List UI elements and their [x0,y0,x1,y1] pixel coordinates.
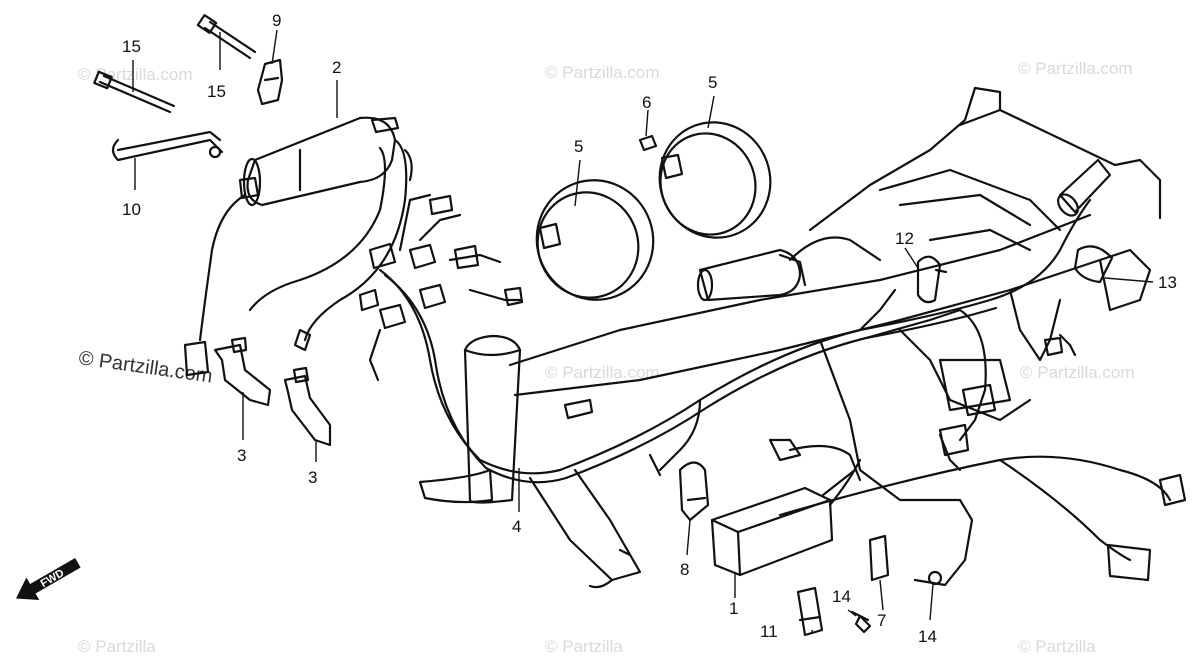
callout-4: 4 [512,517,521,536]
ignition-coil [183,116,413,377]
callout-3b: 3 [308,468,317,487]
callout-3a: 3 [237,446,246,465]
watermark-3: © Partzilla.com [1018,59,1133,78]
clip-12 [916,255,948,304]
callout-numbers: 15 15 9 2 10 3 3 4 5 5 6 12 13 8 1 11 14… [122,11,1177,646]
callout-8: 8 [680,560,689,579]
callout-7: 7 [877,611,886,630]
callout-6: 6 [642,93,651,112]
fwd-label: FWD [39,567,67,590]
watermark-4: © Partzilla.com [545,363,660,382]
watermark-8: © Partzilla [1018,637,1096,656]
callout-14a: 14 [832,587,851,606]
callout-12: 12 [895,229,914,248]
watermark-5: © Partzilla.com [1020,363,1135,382]
bracket-7 [868,534,890,582]
spark-plug-caps [213,336,332,447]
bracket-11 [796,586,824,637]
fwd-arrow: FWD [16,557,81,600]
watermark-2: © Partzilla.com [545,63,660,82]
watermark-7: © Partzilla [545,637,623,656]
callout-15b: 15 [207,82,226,101]
watermark-1: © Partzilla.com [78,65,193,84]
callout-10: 10 [122,200,141,219]
leader-lines [132,29,1154,634]
wire-harness [358,193,1187,582]
callout-13: 13 [1158,273,1177,292]
clip-9 [256,58,284,106]
callout-9: 9 [272,11,281,30]
watermark-6: © Partzilla [78,637,156,656]
callout-5b: 5 [708,73,717,92]
callout-2: 2 [332,58,341,77]
screws-14 [850,570,943,634]
callout-15a: 15 [122,37,141,56]
callout-14b: 14 [918,627,937,646]
clamp-bracket [111,130,224,162]
callout-1: 1 [729,599,738,618]
horn-unit [696,158,1112,302]
screw-6 [638,134,658,152]
watermark-main: © Partzilla.com [77,347,214,388]
callout-5a: 5 [574,137,583,156]
bolts-15 [93,14,257,114]
callout-11: 11 [760,622,778,641]
background-watermarks: © Partzilla.com © Partzilla.com © Partzi… [78,59,1135,656]
bracket-8 [678,461,710,522]
clip-13 [1073,245,1114,284]
bands-5 [535,121,772,301]
regulator-rectifier [710,458,862,577]
